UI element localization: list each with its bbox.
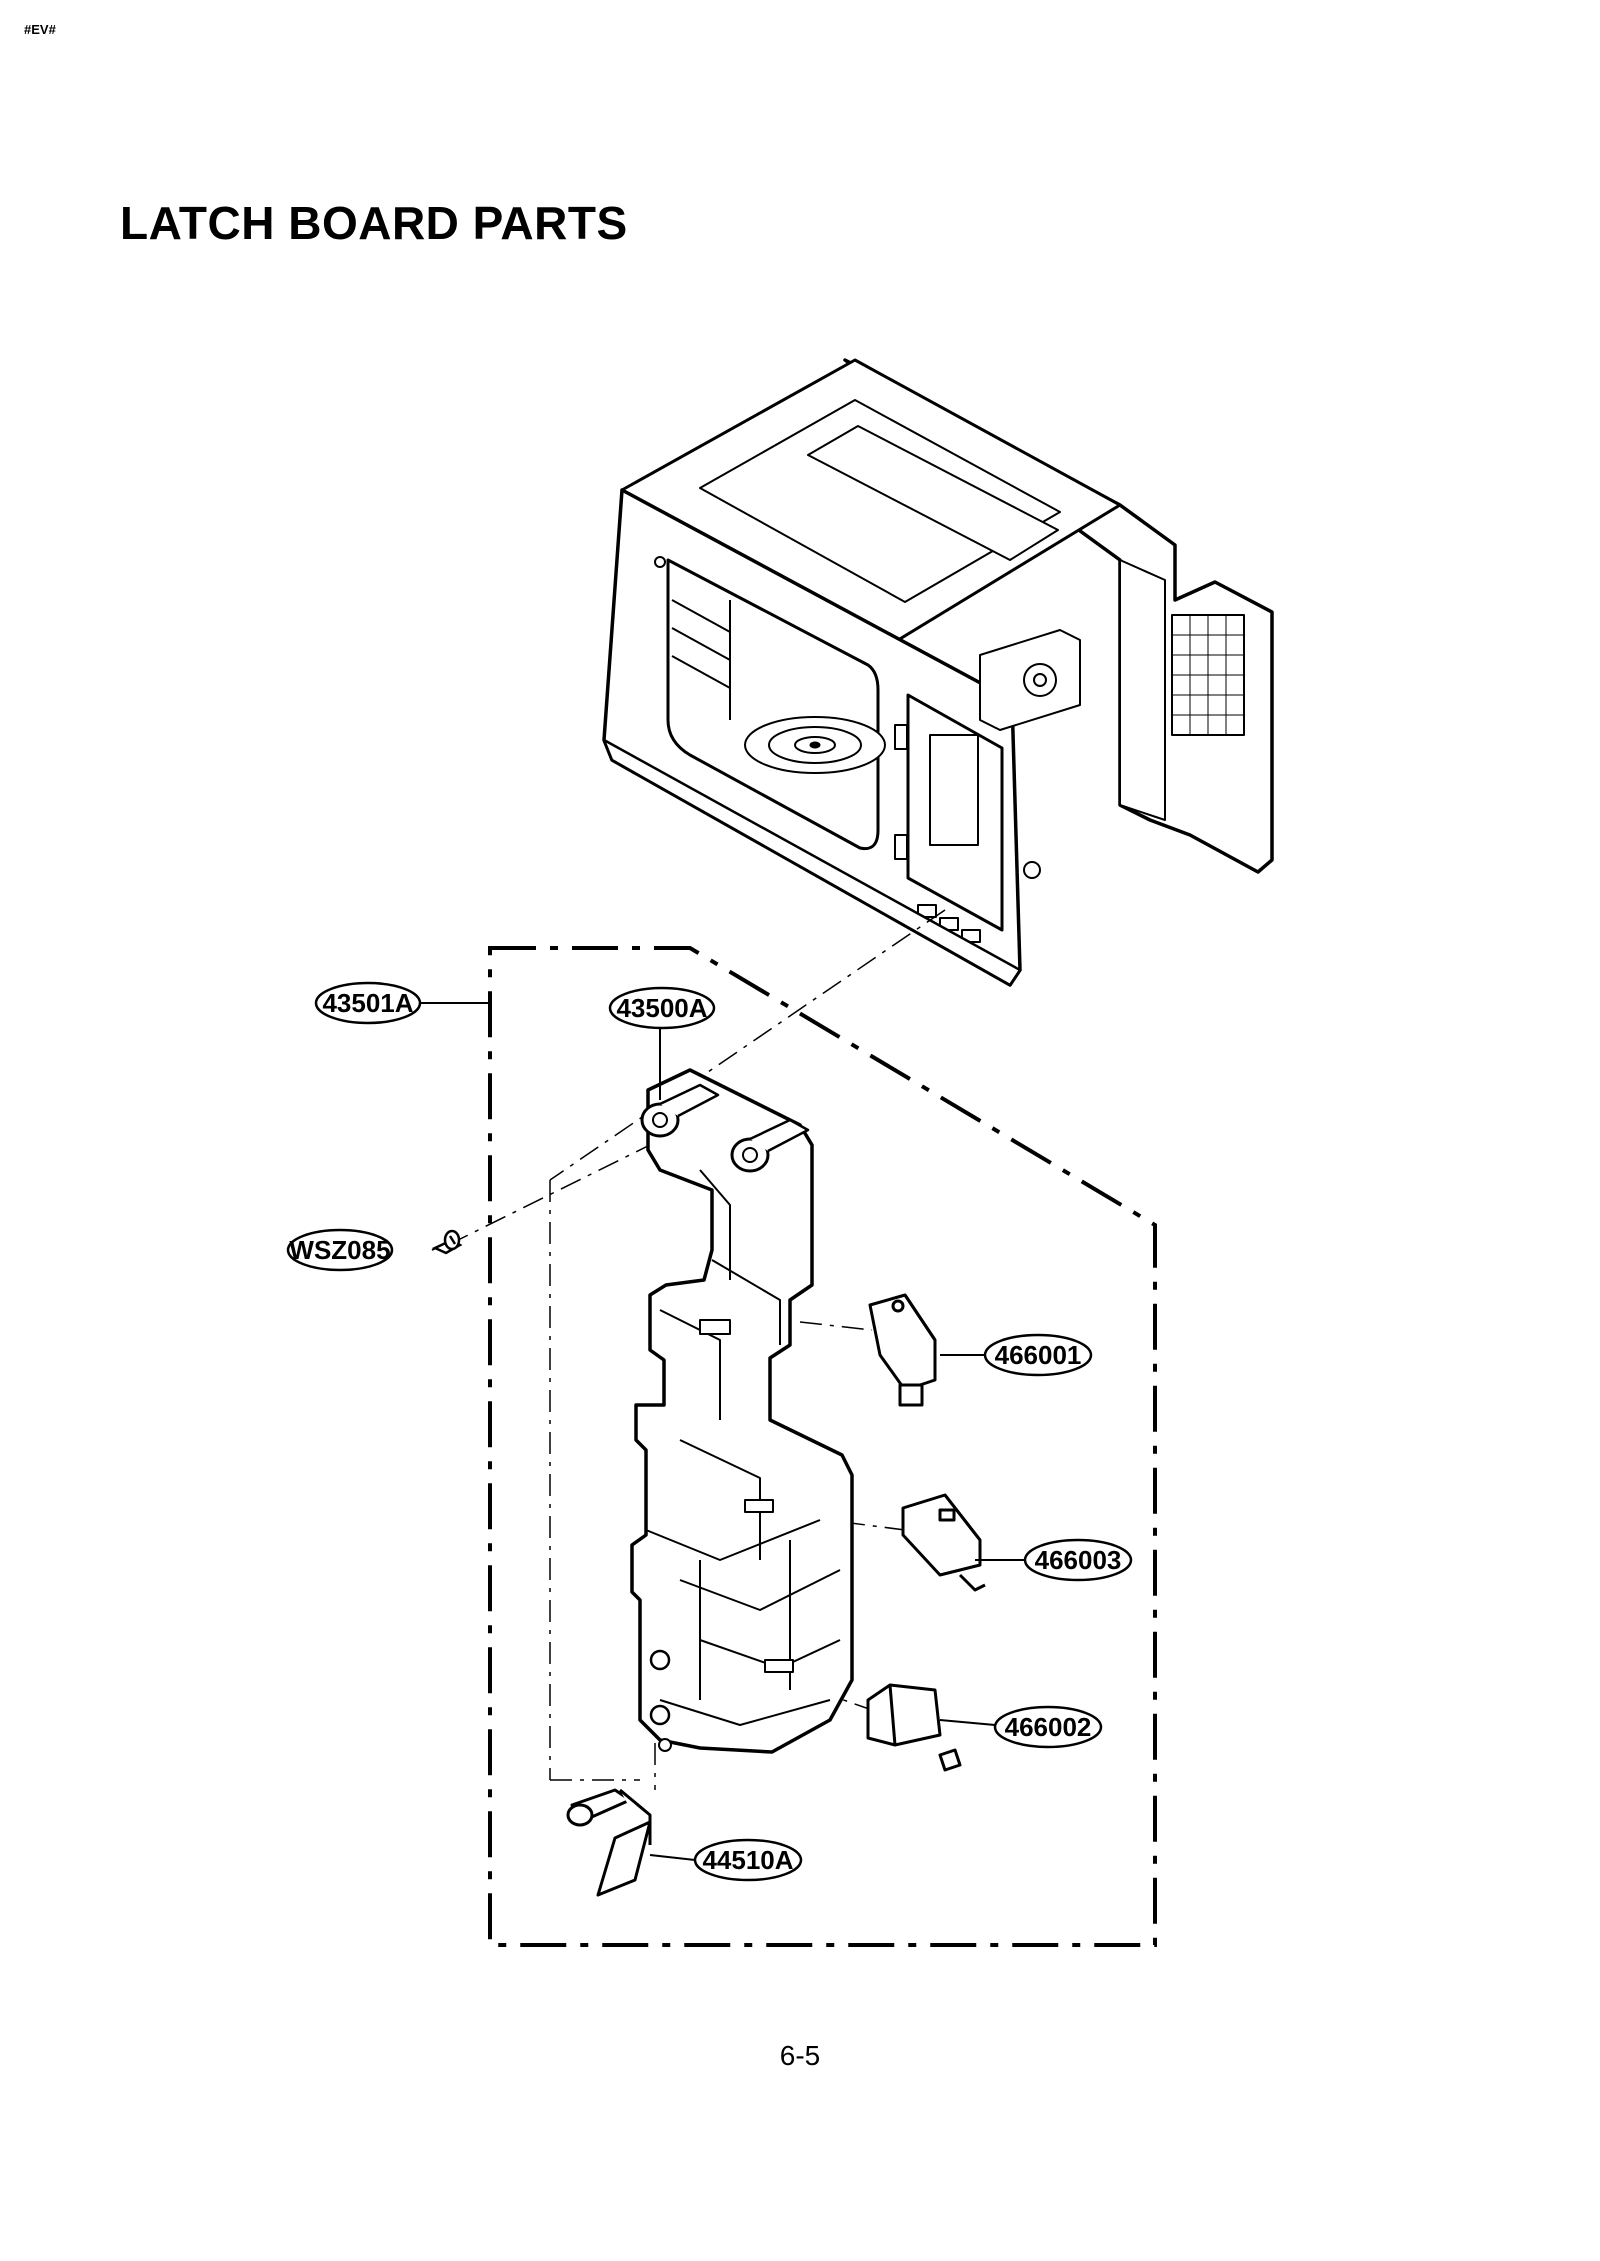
callout-466003: 466003 [1023,1538,1133,1582]
svg-text:43501A: 43501A [322,988,413,1018]
corner-mark: #EV# [24,22,56,37]
svg-text:466002: 466002 [1005,1712,1092,1742]
callout-466002: 466002 [993,1705,1103,1749]
latch-board-illustration [630,1068,854,1754]
callout-43501a: 43501A [314,981,422,1025]
screw-illustration [432,1229,463,1255]
callout-466001: 466001 [983,1333,1093,1377]
callout-wsz085: WSZ085 [286,1228,394,1272]
microwave-cavity-illustration [602,358,1274,987]
switch-466003-illustration [901,1493,986,1592]
svg-text:44510A: 44510A [702,1845,793,1875]
assembly-boundary-line [488,946,1157,1947]
page-title: LATCH BOARD PARTS [120,197,628,249]
page-number: 6-5 [779,2040,821,2071]
svg-text:466001: 466001 [995,1340,1082,1370]
lever-illustration [566,1788,652,1897]
switch-466002-illustration [866,1683,962,1772]
svg-text:466003: 466003 [1035,1545,1122,1575]
svg-text:WSZ085: WSZ085 [289,1235,390,1265]
callout-44510a: 44510A [693,1838,803,1882]
switch-466001-illustration [868,1293,937,1407]
callout-leaders [420,1002,1025,1861]
callout-43500a: 43500A [608,986,716,1030]
svg-text:43500A: 43500A [616,993,707,1023]
